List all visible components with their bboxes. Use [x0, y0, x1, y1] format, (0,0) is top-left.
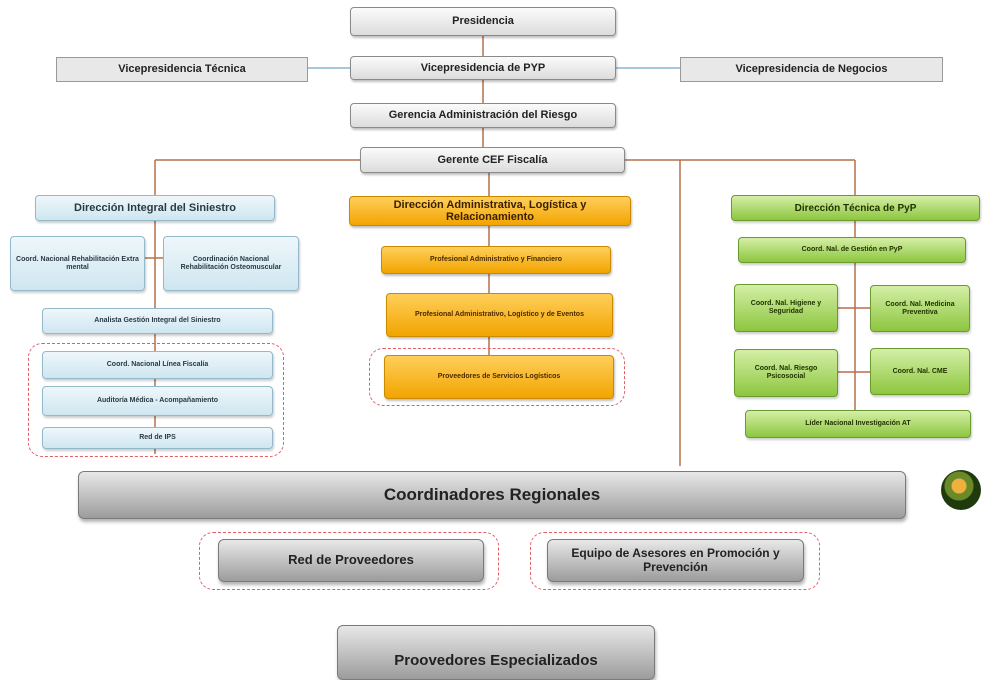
direccion-tecnica-label: Dirección Técnica de PyP [794, 202, 917, 214]
coord-gestion-pyp-label: Coord. Nal. de Gestión en PyP [801, 246, 903, 254]
vp-pyp-box: Vicepresidencia de PYP [350, 56, 616, 80]
direccion-integral-siniestro-label: Dirección Integral del Siniestro [74, 201, 236, 214]
linea-fiscalia-box: Coord. Nacional Línea Fiscalía [42, 351, 273, 379]
coord-rehab-osteo-label: Coordinación Nacional Rehabilitación Ost… [180, 255, 282, 271]
auditoria-medica-label: Auditoría Médica - Acompañamiento [96, 397, 219, 405]
profesional-logistico-label: Profesional Administrativo, Logístico y … [415, 311, 584, 319]
vp-tecnica-box: Vicepresidencia Técnica [56, 57, 308, 82]
equipo-asesores-box: Equipo de Asesores en Promoción y Preven… [547, 539, 804, 582]
equipo-asesores-dashed [530, 532, 820, 590]
red-proveedores-label: Red de Proveedores [288, 552, 414, 568]
coord-riesgo-label: Coord. Nal. Riesgo Psicosocial [754, 365, 818, 380]
coord-cme-box: Coord. Nal. CME [870, 348, 970, 395]
vp-negocios-label: Vicepresidencia de Negocios [735, 63, 888, 76]
profesional-admin-label: Profesional Administrativo y Financiero [430, 256, 562, 264]
coin-badge-icon[interactable] [941, 470, 981, 510]
gerencia-riesgo-box: Gerencia Administración del Riesgo [350, 103, 616, 128]
proveedores-logisticos-box: Proveedores de Servicios Logísticos [384, 355, 614, 399]
profesional-admin-box: Profesional Administrativo y Financiero [381, 246, 611, 274]
direccion-administrativa-label: Dirección Administrativa, Logística y Re… [393, 198, 587, 223]
gerente-cef-box: Gerente CEF Fiscalía [360, 147, 625, 173]
analista-siniestro-label: Analista Gestión Integral del Siniestro [94, 317, 221, 325]
coord-medicina-label: Coord. Nal. Medicina Preventiva [885, 300, 955, 316]
vp-tecnica-label: Vicepresidencia Técnica [118, 63, 246, 76]
gerente-cef-label: Gerente CEF Fiscalía [437, 153, 548, 166]
proveedores-especializados-box: Proovedores Especializados [337, 625, 655, 680]
lider-investigacion-box: Líder Nacional Investigación AT [745, 410, 971, 438]
proveedores-logisticos-label: Proveedores de Servicios Logísticos [437, 373, 561, 381]
coord-riesgo-box: Coord. Nal. Riesgo Psicosocial [734, 349, 838, 397]
coord-higiene-box: Coord. Nal. Higiene y Seguridad [734, 284, 838, 332]
coord-cme-label: Coord. Nal. CME [892, 367, 948, 375]
vp-negocios-box: Vicepresidencia de Negocios [680, 57, 943, 82]
left-dashed-group [28, 343, 284, 457]
direccion-administrativa-box: Dirección Administrativa, Logística y Re… [349, 196, 631, 226]
direccion-integral-siniestro-box: Dirección Integral del Siniestro [35, 195, 275, 221]
direccion-tecnica-box: Dirección Técnica de PyP [731, 195, 980, 221]
red-ips-label: Red de IPS [139, 434, 176, 442]
coord-rehab-extra-label: Coord. Nacional Rehabilitación Extra men… [16, 255, 139, 271]
presidencia-box: Presidencia [350, 7, 616, 36]
coordinadores-regionales-box: Coordinadores Regionales [78, 471, 906, 519]
analista-siniestro-box: Analista Gestión Integral del Siniestro [42, 308, 273, 334]
auditoria-medica-box: Auditoría Médica - Acompañamiento [42, 386, 273, 416]
vp-pyp-label: Vicepresidencia de PYP [420, 61, 546, 74]
coord-higiene-label: Coord. Nal. Higiene y Seguridad [750, 300, 822, 315]
coordinadores-regionales-label: Coordinadores Regionales [383, 484, 601, 504]
linea-fiscalia-label: Coord. Nacional Línea Fiscalía [106, 361, 209, 369]
red-proveedores-dashed [199, 532, 499, 590]
coord-rehab-extra-box: Coord. Nacional Rehabilitación Extra men… [10, 236, 145, 291]
gerencia-riesgo-label: Gerencia Administración del Riesgo [388, 109, 578, 122]
middle-dashed-group [369, 348, 625, 406]
coord-gestion-pyp-box: Coord. Nal. de Gestión en PyP [738, 237, 966, 263]
coord-rehab-osteo-box: Coordinación Nacional Rehabilitación Ost… [163, 236, 299, 291]
coord-medicina-box: Coord. Nal. Medicina Preventiva [870, 285, 970, 332]
lider-investigacion-label: Líder Nacional Investigación AT [805, 420, 911, 428]
profesional-logistico-box: Profesional Administrativo, Logístico y … [386, 293, 613, 337]
red-ips-box: Red de IPS [42, 427, 273, 449]
proveedores-especializados-label: Proovedores Especializados [394, 651, 598, 669]
red-proveedores-box: Red de Proveedores [218, 539, 484, 582]
equipo-asesores-label: Equipo de Asesores en Promoción y Preven… [571, 546, 780, 574]
presidencia-label: Presidencia [452, 15, 514, 28]
